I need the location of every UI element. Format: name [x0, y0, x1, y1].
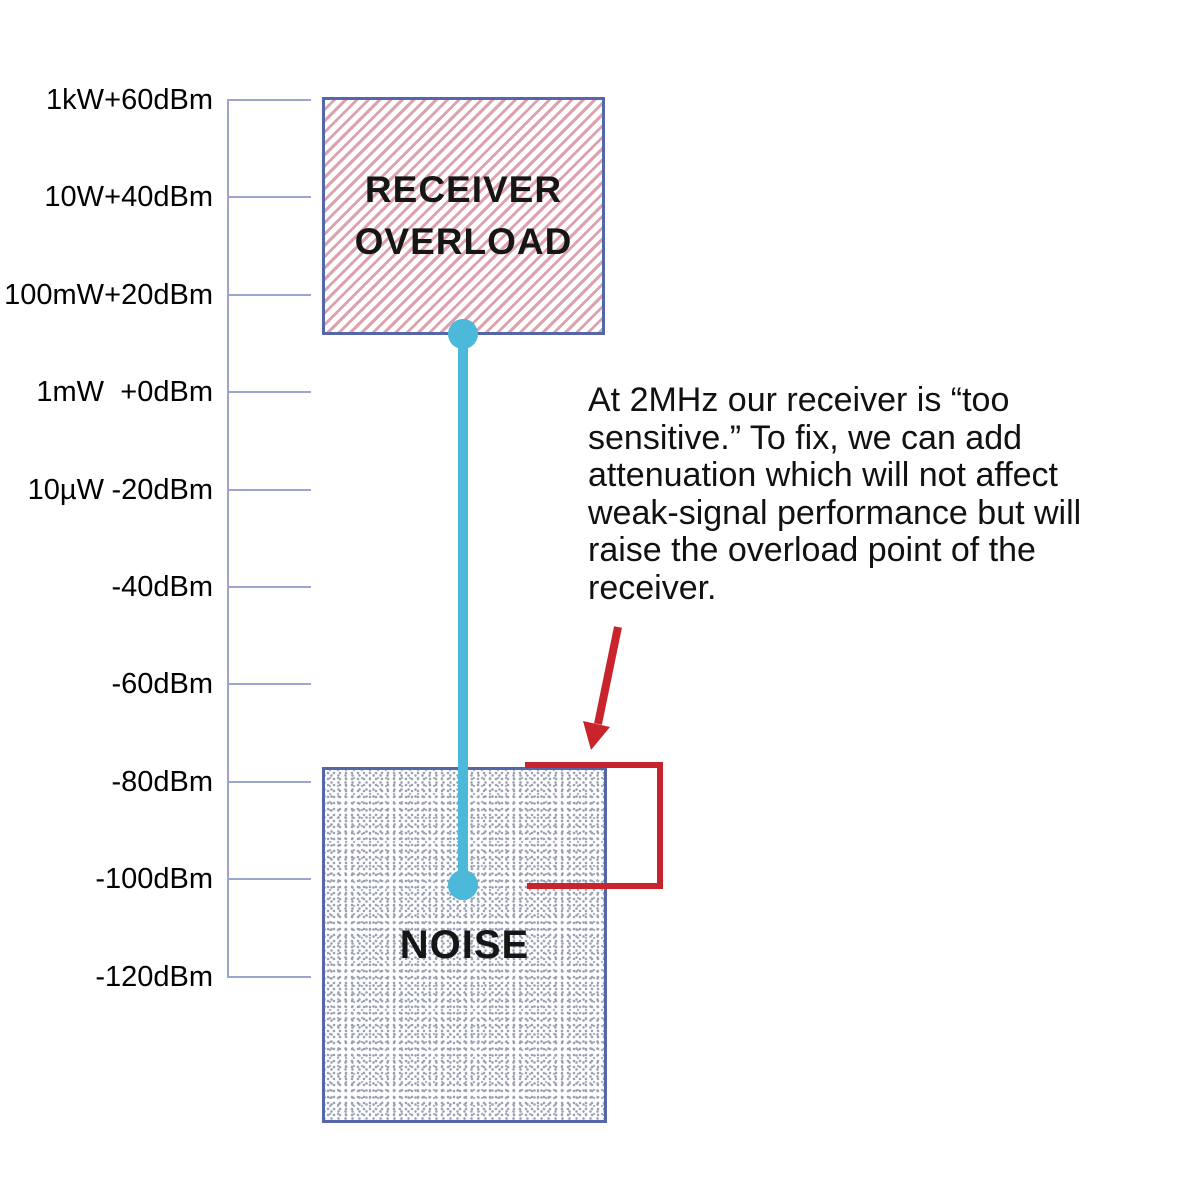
axis-power-label: 10µW — [27, 473, 104, 506]
axis-tick-line — [227, 586, 311, 588]
axis-tick-line — [227, 99, 311, 101]
annotation-arrow-head-icon — [583, 721, 610, 750]
axis-tick-line — [227, 196, 311, 199]
axis-power-label: 1kW — [46, 84, 104, 116]
axis-power-label — [0, 668, 104, 700]
axis-tick-label: 1mW +0dBm — [0, 376, 213, 408]
axis-dbm-label: +40dBm — [104, 181, 213, 214]
receiver-overload-box: RECEIVER OVERLOAD — [322, 97, 605, 335]
axis-tick-line — [227, 683, 311, 686]
axis-tick-label: 10W+40dBm — [0, 181, 213, 213]
axis-power-label — [0, 961, 95, 993]
axis-tick-line — [227, 293, 311, 296]
axis-tick-label: -120dBm — [0, 961, 213, 993]
axis-tick-line — [227, 975, 311, 978]
axis-dbm-label: -120dBm — [95, 960, 213, 993]
axis-tick-label: 10µW-20dBm — [0, 474, 213, 506]
axis-dbm-label: -60dBm — [111, 668, 213, 701]
axis-line — [227, 100, 229, 978]
axis-power-label: 10W — [44, 181, 104, 214]
axis-dbm-label: +0dBm — [120, 376, 213, 409]
axis-tick-label: -60dBm — [0, 668, 213, 700]
axis-dbm-label: -80dBm — [111, 765, 213, 798]
axis-power-label — [0, 863, 95, 895]
axis-tick-label: 100mW+20dBm — [0, 279, 213, 311]
axis-dbm-label: -100dBm — [95, 863, 213, 896]
axis-dbm-label: -40dBm — [111, 571, 213, 603]
axis-power-label: 100mW — [4, 278, 104, 311]
axis-dbm-label: -20dBm — [111, 473, 213, 506]
axis-dbm-label: +60dBm — [104, 84, 213, 116]
axis-tick-label: 1kW+60dBm — [0, 84, 213, 116]
axis-tick-label: -100dBm — [0, 863, 213, 895]
axis-tick-line — [227, 391, 311, 394]
axis-tick-label: -80dBm — [0, 766, 213, 798]
axis-tick-line — [227, 488, 311, 491]
receiver-overload-label: RECEIVER OVERLOAD — [354, 169, 573, 262]
axis-power-label — [0, 766, 104, 798]
axis-dbm-label: +20dBm — [104, 278, 213, 311]
noise-label: NOISE — [399, 923, 530, 967]
annotation-arrow-shaft — [594, 626, 622, 725]
axis-power-label: 1mW — [36, 376, 104, 409]
axis-tick-line — [227, 878, 311, 881]
annotation-text: At 2MHz our receiver is “too sensitive.”… — [588, 381, 1082, 607]
axis-tick-label: -40dBm — [0, 571, 213, 603]
axis-tick-line — [227, 780, 311, 783]
axis-power-label — [0, 571, 104, 603]
noise-box: NOISE — [322, 767, 607, 1123]
